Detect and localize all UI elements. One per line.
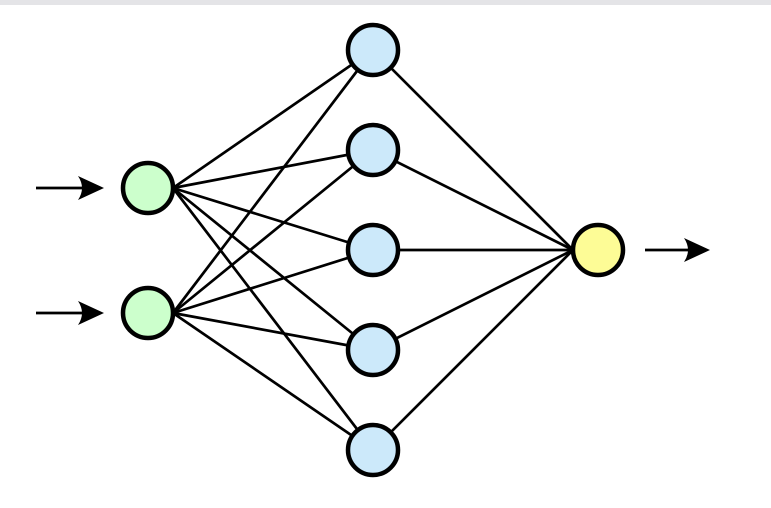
- node-hidden-5: [345, 422, 401, 478]
- edge-input-2-to-hidden-4: [172, 311, 374, 352]
- edge-input-1-to-hidden-5: [171, 187, 375, 451]
- edge-input-1-to-hidden-2: [172, 148, 374, 190]
- edge-input-1-to-hidden-1: [172, 48, 374, 190]
- edge-input-2-to-hidden-5: [172, 311, 374, 452]
- edge-input-2-to-hidden-3: [172, 248, 374, 315]
- edge-input-2-to-hidden-2: [172, 148, 374, 315]
- edge-input-2-to-hidden-1: [171, 49, 375, 314]
- window-top-border: [0, 0, 771, 5]
- edge-input-1-to-hidden-3: [172, 186, 374, 252]
- edge-input-1-to-hidden-4: [172, 186, 374, 352]
- edge-hidden-2-to-output-1: [372, 148, 574, 252]
- output-arrow-head: [684, 238, 710, 262]
- node-hidden-4: [345, 322, 401, 378]
- node-hidden-2: [345, 122, 401, 178]
- node-input-1: [120, 160, 176, 216]
- node-hidden-3: [345, 222, 401, 278]
- edge-hidden-1-to-output-1: [372, 49, 574, 251]
- input-arrow-1-head: [78, 176, 104, 200]
- edge-hidden-4-to-output-1: [372, 248, 574, 352]
- node-output-1: [570, 222, 626, 278]
- input-arrow-2-head: [78, 301, 104, 325]
- node-input-2: [120, 285, 176, 341]
- edge-hidden-5-to-output-1: [372, 249, 574, 451]
- node-hidden-1: [345, 22, 401, 78]
